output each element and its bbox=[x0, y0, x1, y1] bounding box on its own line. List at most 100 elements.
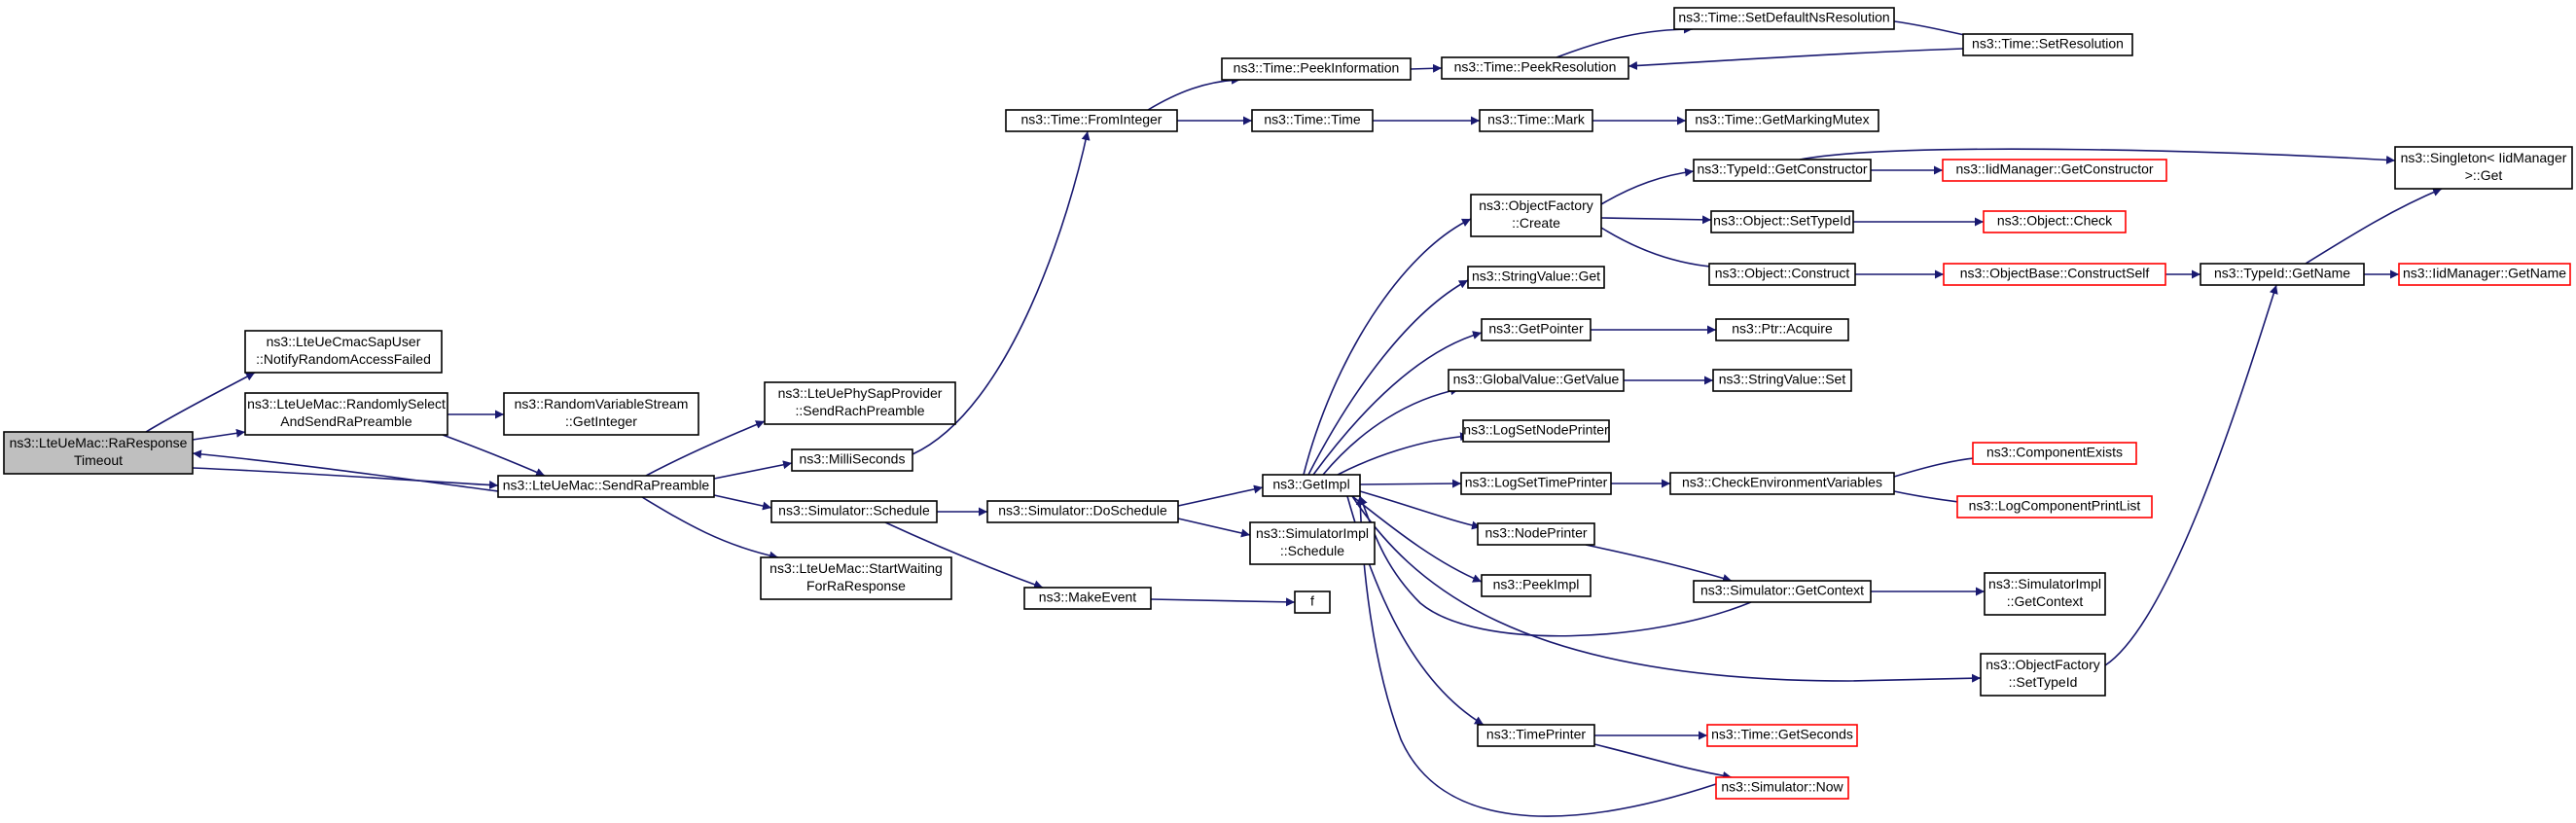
node-logtime[interactable]: ns3::LogSetTimePrinter bbox=[1460, 472, 1612, 495]
node-box bbox=[1962, 33, 2133, 56]
edge-simnow-getimpl bbox=[1355, 495, 1717, 817]
edge-objfcreate-objconstruct bbox=[1600, 227, 1723, 271]
node-box bbox=[1943, 263, 2166, 286]
node-label: ns3::ComponentExists bbox=[1986, 445, 2123, 460]
edge-raresp-randsel bbox=[192, 428, 246, 441]
node-logcomplist[interactable]: ns3::LogComponentPrintList bbox=[1956, 495, 2153, 519]
node-box bbox=[760, 556, 952, 600]
node-objcheck[interactable]: ns3::Object::Check bbox=[1983, 210, 2127, 233]
edge-setres-peekres bbox=[1628, 48, 1964, 70]
node-box bbox=[1669, 472, 1895, 495]
edge-randsel-sendra bbox=[442, 434, 546, 477]
node-timeprinter[interactable]: ns3::TimePrinter bbox=[1477, 724, 1595, 747]
node-label: ns3::Time::GetSeconds bbox=[1711, 727, 1853, 742]
node-objsettid[interactable]: ns3::Object::SetTypeId bbox=[1710, 210, 1854, 233]
node-box bbox=[1477, 724, 1595, 747]
node-setdefns[interactable]: ns3::Time::SetDefaultNsResolution bbox=[1673, 7, 1895, 30]
node-doschedule[interactable]: ns3::Simulator::DoSchedule bbox=[986, 500, 1179, 523]
node-box bbox=[1708, 263, 1856, 286]
node-label: ns3::GetImpl bbox=[1272, 477, 1349, 492]
node-checkenv[interactable]: ns3::CheckEnvironmentVariables bbox=[1669, 472, 1895, 495]
node-box bbox=[1481, 318, 1592, 341]
node-ptracquire[interactable]: ns3::Ptr::Acquire bbox=[1715, 318, 1849, 341]
node-getpointer[interactable]: ns3::GetPointer bbox=[1481, 318, 1592, 341]
edge-getimpl-gvgetvalue bbox=[1322, 386, 1460, 476]
node-peekinfo[interactable]: ns3::Time::PeekInformation bbox=[1221, 57, 1412, 81]
node-fromint[interactable]: ns3::Time::FromInteger bbox=[1005, 109, 1178, 132]
edge-checkenv-compexists bbox=[1893, 453, 1986, 478]
edge-sendra-sched bbox=[713, 494, 772, 511]
node-label: ns3::Simulator::Schedule bbox=[778, 503, 930, 519]
edge-fromint-peekinfo bbox=[1147, 75, 1241, 111]
node-gvgetvalue[interactable]: ns3::GlobalValue::GetValue bbox=[1448, 369, 1625, 392]
node-getint[interactable]: ns3::RandomVariableStream::GetInteger bbox=[503, 392, 699, 436]
node-iidgetctor[interactable]: ns3::IidManager::GetConstructor bbox=[1942, 159, 2167, 182]
node-f[interactable]: f bbox=[1294, 590, 1331, 614]
node-rach[interactable]: ns3::LteUePhySapProvider::SendRachPreamb… bbox=[764, 381, 956, 425]
node-label: ns3::LteUeCmacSapUser bbox=[267, 334, 421, 349]
node-mark[interactable]: ns3::Time::Mark bbox=[1479, 109, 1593, 132]
edge-objfcreate-objsettid bbox=[1600, 215, 1712, 225]
node-simimplsched[interactable]: ns3::SimulatorImpl::Schedule bbox=[1249, 521, 1376, 565]
node-simnow[interactable]: ns3::Simulator::Now bbox=[1715, 776, 1849, 800]
node-label: ns3::CheckEnvironmentVariables bbox=[1682, 475, 1882, 490]
node-setres[interactable]: ns3::Time::SetResolution bbox=[1962, 33, 2133, 56]
node-notify[interactable]: ns3::LteUeCmacSapUser::NotifyRandomAcces… bbox=[244, 330, 443, 374]
node-box bbox=[1693, 580, 1872, 603]
node-label: ns3::Simulator::GetContext bbox=[1700, 583, 1864, 598]
edge-makeevent-f bbox=[1150, 597, 1296, 607]
node-nodeprinter[interactable]: ns3::NodePrinter bbox=[1477, 522, 1595, 546]
node-simimplgetctx[interactable]: ns3::SimulatorImpl::GetContext bbox=[1984, 572, 2106, 616]
node-strvalget[interactable]: ns3::StringValue::Get bbox=[1467, 266, 1605, 289]
node-objfsettid[interactable]: ns3::ObjectFactory::SetTypeId bbox=[1980, 653, 2106, 697]
node-box bbox=[1712, 369, 1852, 392]
edge-getimpl-lognode bbox=[1337, 432, 1470, 476]
node-label: AndSendRaPreamble bbox=[280, 413, 412, 429]
node-getseconds[interactable]: ns3::Time::GetSeconds bbox=[1706, 724, 1858, 747]
node-box bbox=[1715, 318, 1849, 341]
node-box bbox=[1251, 109, 1374, 132]
node-peekimpl[interactable]: ns3::PeekImpl bbox=[1481, 574, 1592, 597]
node-makeevent[interactable]: ns3::MakeEvent bbox=[1023, 587, 1152, 610]
node-tidgetctor[interactable]: ns3::TypeId::GetConstructor bbox=[1693, 159, 1872, 182]
node-time[interactable]: ns3::Time::Time bbox=[1251, 109, 1374, 132]
edge-peekinfo-peekres bbox=[1410, 63, 1443, 73]
node-objfcreate[interactable]: ns3::ObjectFactory::Create bbox=[1470, 194, 1602, 237]
node-label: ns3::ObjectFactory bbox=[1479, 197, 1593, 213]
node-box bbox=[3, 431, 194, 475]
node-label: ns3::IidManager::GetName bbox=[2403, 266, 2566, 281]
node-getimpl[interactable]: ns3::GetImpl bbox=[1262, 474, 1361, 497]
node-tidgetname[interactable]: ns3::TypeId::GetName bbox=[2200, 263, 2365, 286]
node-box bbox=[1710, 210, 1854, 233]
edge-doschedule-simimplsched bbox=[1177, 518, 1251, 538]
edge-raresp-sendra bbox=[192, 467, 499, 490]
node-sched[interactable]: ns3::Simulator::Schedule bbox=[770, 500, 938, 523]
node-milli[interactable]: ns3::MilliSeconds bbox=[791, 448, 913, 472]
node-label: ::NotifyRandomAccessFailed bbox=[256, 351, 431, 367]
edge-doschedule-getimpl bbox=[1177, 484, 1264, 507]
node-label: ::SetTypeId bbox=[2009, 674, 2078, 690]
node-simgetctx[interactable]: ns3::Simulator::GetContext bbox=[1693, 580, 1872, 603]
node-sendra[interactable]: ns3::LteUeMac::SendRaPreamble bbox=[497, 475, 715, 498]
node-box bbox=[1462, 419, 1610, 443]
node-compexists[interactable]: ns3::ComponentExists bbox=[1972, 442, 2137, 465]
node-objbasector[interactable]: ns3::ObjectBase::ConstructSelf bbox=[1943, 263, 2166, 286]
node-box bbox=[1673, 7, 1895, 30]
node-label: ns3::ObjectBase::ConstructSelf bbox=[1960, 266, 2150, 281]
node-box bbox=[1467, 266, 1605, 289]
node-peekres[interactable]: ns3::Time::PeekResolution bbox=[1441, 56, 1629, 80]
node-strvalset[interactable]: ns3::StringValue::Set bbox=[1712, 369, 1852, 392]
node-randsel[interactable]: ns3::LteUeMac::RandomlySelectAndSendRaPr… bbox=[244, 392, 448, 436]
node-markmutex[interactable]: ns3::Time::GetMarkingMutex bbox=[1685, 109, 1879, 132]
node-lognode[interactable]: ns3::LogSetNodePrinter bbox=[1462, 419, 1610, 443]
node-objconstruct[interactable]: ns3::Object::Construct bbox=[1708, 263, 1856, 286]
node-iidgetname[interactable]: ns3::IidManager::GetName bbox=[2398, 263, 2571, 286]
node-label: ns3::Ptr::Acquire bbox=[1732, 321, 1833, 337]
edge-raresp-notify bbox=[145, 372, 256, 433]
node-singleton[interactable]: ns3::Singleton< IidManager>::Get bbox=[2394, 146, 2573, 190]
edge-sendra-raresp bbox=[192, 449, 499, 492]
node-label: ns3::MilliSeconds bbox=[800, 451, 906, 467]
edge-getimpl-strvalget bbox=[1307, 279, 1469, 476]
